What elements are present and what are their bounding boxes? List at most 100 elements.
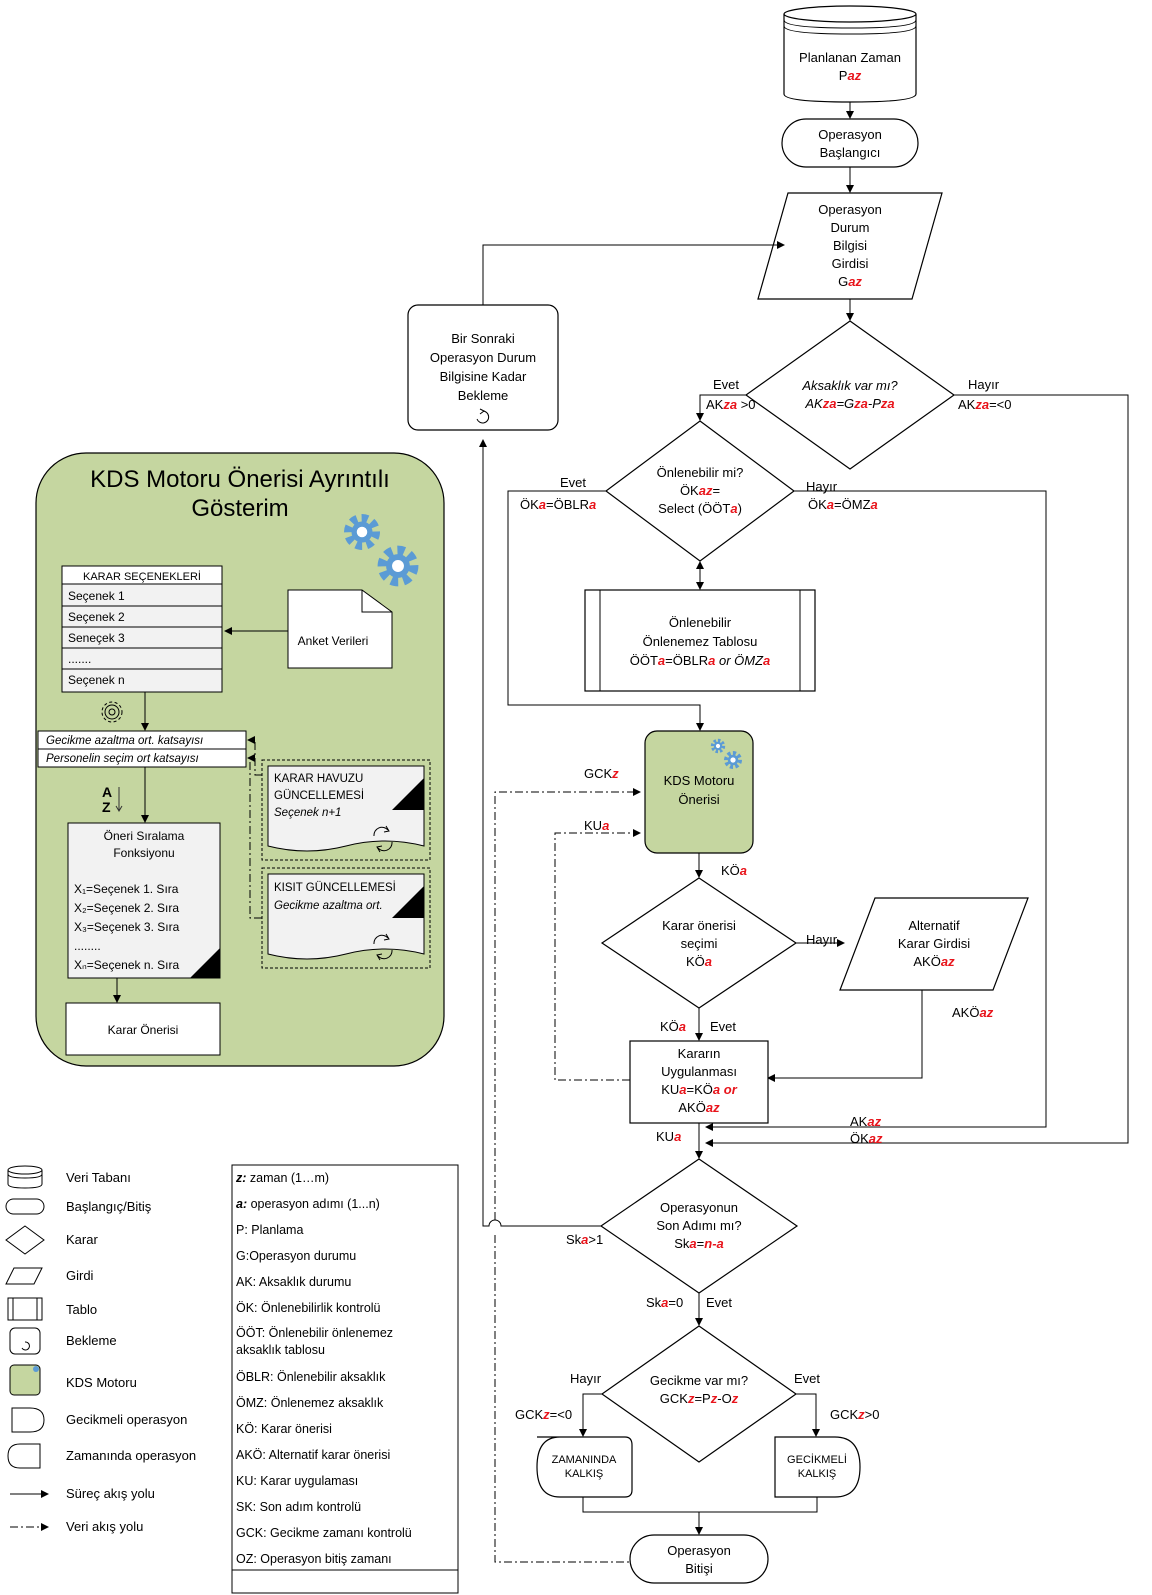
svg-text:GÜNCELLEMESİ: GÜNCELLEMESİ: [274, 789, 364, 802]
svg-text:AKza=Gza-Pza: AKza=Gza-Pza: [804, 396, 894, 411]
def-row: ÖMZ: Önlenemez aksaklık: [236, 1396, 384, 1410]
svg-text:Operasyonun: Operasyonun: [660, 1200, 738, 1215]
def-row: P: Planlama: [236, 1223, 303, 1237]
sort-az-icon: A Z: [102, 784, 123, 815]
option-item: Seneçek 3: [68, 631, 125, 645]
svg-text:Seçenek n+1: Seçenek n+1: [274, 807, 341, 819]
svg-text:Başlangıcı: Başlangıcı: [820, 145, 881, 160]
kds-engine: KDS Motoru Önerisi: [644, 730, 754, 854]
def-row: KU: Karar uygulaması: [236, 1474, 358, 1488]
svg-text:KUa=KÖa or: KUa=KÖa or: [661, 1082, 737, 1097]
legend-ontime-icon: [7, 1443, 41, 1469]
svg-text:Uygulanması: Uygulanması: [661, 1064, 737, 1079]
sorting-function: Öneri Sıralama Fonksiyonu X₁=Seçenek 1. …: [67, 822, 221, 979]
operation-start: Operasyon Başlangıcı: [781, 118, 919, 168]
svg-text:Durum: Durum: [830, 220, 869, 235]
detail-title-1: KDS Motoru Önerisi Ayrıntılı: [90, 466, 390, 493]
sync-icon: [373, 933, 393, 961]
ko-label: KÖa: [721, 863, 747, 878]
symbol-legend: Veri Tabanı Başlangıç/Bitiş Karar Girdi …: [5, 1165, 196, 1534]
svg-text:Anket Verileri: Anket Verileri: [298, 634, 369, 648]
ku-output-label: KUa: [656, 1129, 681, 1144]
svg-text:Select (ÖÖTa): Select (ÖÖTa): [658, 501, 742, 516]
sort-item: X₂=Seçenek 2. Sıra: [74, 901, 179, 915]
sort-item: X₁=Seçenek 1. Sıra: [74, 882, 179, 896]
def-row: AK: Aksaklık durumu: [236, 1275, 351, 1289]
d5-no-condition: GCKz=<0: [515, 1407, 572, 1422]
legend-terminator-icon: [5, 1198, 45, 1215]
legend-label: Karar: [66, 1232, 98, 1247]
def-row: OZ: Operasyon bitiş zamanı: [236, 1552, 392, 1566]
wait-cycle-icon: [476, 408, 490, 424]
svg-text:Operasyon: Operasyon: [667, 1543, 731, 1558]
sort-z-letter: Z: [102, 799, 111, 815]
options-header: KARAR SEÇENEKLERİ: [83, 570, 201, 583]
legend-database-icon: [7, 1165, 43, 1189]
ontime-departure: ZAMANINDA KALKIŞ: [536, 1436, 633, 1498]
svg-text:Karar Girdisi: Karar Girdisi: [898, 936, 970, 951]
def-row: KÖ: Karar önerisi: [236, 1422, 332, 1436]
svg-text:Aksaklık var mı?: Aksaklık var mı?: [801, 378, 898, 393]
legend-label: Başlangıç/Bitiş: [66, 1199, 152, 1214]
svg-text:Gecikme var mı?: Gecikme var mı?: [650, 1373, 748, 1388]
constraint-update: KISIT GÜNCELLEMESİ Gecikme azaltma ort.: [261, 867, 431, 969]
option-item: .......: [68, 652, 91, 666]
d1-no-label: Hayır: [968, 377, 1000, 392]
d2-yes-label: Evet: [560, 475, 586, 490]
kds-detail-panel: KDS Motoru Önerisi Ayrıntılı Gösterim KA…: [35, 452, 445, 1067]
legend-wait-icon: [9, 1327, 41, 1355]
svg-text:ÖKaz=: ÖKaz=: [680, 483, 720, 498]
def-row: ÖK: Önlenebilirlik kontrolü: [236, 1301, 381, 1315]
def-row: z: zaman (1…m): [235, 1171, 329, 1185]
d5-yes-label: Evet: [794, 1371, 820, 1386]
decision-preventable: Önlenebilir mi? ÖKaz= Select (ÖÖTa): [604, 420, 796, 562]
d4-yes-label: Evet: [706, 1295, 732, 1310]
svg-text:Operasyon: Operasyon: [818, 202, 882, 217]
svg-text:Bitişi: Bitişi: [685, 1561, 713, 1576]
svg-text:Karar önerisi: Karar önerisi: [662, 918, 736, 933]
decision-recommendation-choice: Karar önerisi seçimi KÖa: [600, 877, 798, 1009]
decision-apply: Kararın Uygulanması KUa=KÖa or AKÖaz: [629, 1040, 769, 1124]
operation-end: Operasyon Bitişi: [629, 1534, 769, 1584]
def-row: GCK: Gecikme zamanı kontrolü: [236, 1526, 412, 1540]
ak-return-label: AKaz: [850, 1114, 882, 1129]
svg-text:KALKIŞ: KALKIŞ: [565, 1468, 604, 1480]
def-row: ÖBLR: Önlenebilir aksaklık: [236, 1370, 386, 1384]
svg-text:Önlenebilir: Önlenebilir: [669, 615, 732, 630]
alternative-input: Alternatif Karar Girdisi AKÖaz: [839, 897, 1029, 991]
def-row: aksaklık tablosu: [236, 1343, 325, 1357]
svg-text:AKÖaz: AKÖaz: [913, 954, 955, 969]
svg-text:Öneri Sıralama: Öneri Sıralama: [104, 829, 185, 843]
d2-no-label: Hayır: [806, 479, 838, 494]
svg-text:ÖÖTa=ÖBLRa or ÖMZa: ÖÖTa=ÖBLRa or ÖMZa: [630, 653, 771, 668]
def-row: a: operasyon adımı (1...n): [236, 1197, 380, 1211]
coef-personnel: Personelin seçim ort katsayısı: [46, 753, 199, 765]
svg-text:KDS Motoru: KDS Motoru: [664, 773, 735, 788]
legend-label: Bekleme: [66, 1333, 117, 1348]
coef-delay: Gecikme azaltma ort. katsayısı: [46, 735, 203, 747]
d2-yes-condition: ÖKa=ÖBLRa: [520, 497, 596, 512]
svg-text:GCKz=Pz-Oz: GCKz=Pz-Oz: [660, 1391, 739, 1406]
svg-text:Bilgisine Kadar: Bilgisine Kadar: [440, 369, 527, 384]
d4-left-condition: Ska>1: [566, 1232, 603, 1247]
legend-decision-icon: [5, 1225, 45, 1255]
svg-text:Bekleme: Bekleme: [458, 388, 509, 403]
d5-yes-condition: GCKz>0: [830, 1407, 880, 1422]
def-row: G:Operasyon durumu: [236, 1249, 356, 1263]
ku-data-label: KUa: [584, 818, 609, 833]
legend-label: Süreç akış yolu: [66, 1486, 155, 1501]
decision-disruption: Aksaklık var mı? AKza=Gza-Pza: [744, 320, 956, 470]
legend-label: KDS Motoru: [66, 1375, 137, 1390]
decision-recommendation: Karar Önerisi: [65, 1002, 221, 1056]
d1-no-condition: AKza=<0: [958, 397, 1012, 412]
svg-text:Önlenemez Tablosu: Önlenemez Tablosu: [643, 634, 758, 649]
svg-text:Alternatif: Alternatif: [908, 918, 960, 933]
definitions-table: z: zaman (1…m) a: operasyon adımı (1...n…: [231, 1164, 459, 1594]
legend-label: Girdi: [66, 1268, 94, 1283]
wait-box: Bir Sonraki Operasyon Durum Bilgisine Ka…: [407, 304, 559, 431]
svg-text:Girdisi: Girdisi: [832, 256, 869, 271]
svg-text:Operasyon Durum: Operasyon Durum: [430, 350, 536, 365]
d1-yes-condition: AKza >0: [706, 397, 756, 412]
def-row: AKÖ: Alternatif karar önerisi: [236, 1448, 390, 1462]
